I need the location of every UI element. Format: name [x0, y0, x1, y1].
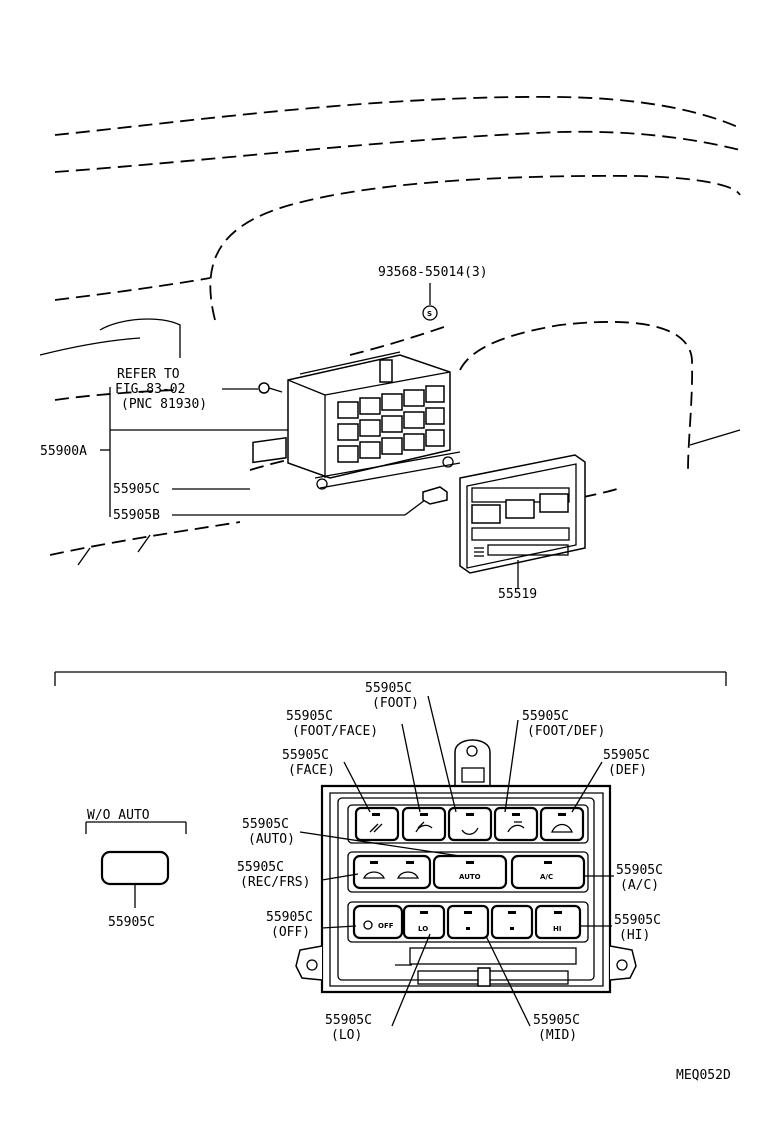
lo-label: (LO) — [331, 1028, 362, 1043]
lo-part-number: 55905C — [325, 1013, 372, 1028]
face-part-number: 55905C — [282, 748, 329, 763]
off-button: OFF — [352, 904, 404, 940]
unit-part-number: 55900A — [40, 444, 87, 459]
wo-auto-part-number: 55905C — [108, 915, 155, 930]
ac-button-text: A/C — [540, 873, 553, 881]
button-b-part-number: 55905B — [113, 508, 160, 523]
foot-face-label: (FOOT/FACE) — [292, 724, 378, 739]
hi-button: HI — [534, 904, 582, 940]
refer-line-2: FIG.83-02 — [115, 382, 185, 397]
ac-label: (A/C) — [620, 878, 659, 893]
rec-frs-label: (REC/FRS) — [240, 875, 310, 890]
figure-code: MEQ052D — [676, 1068, 731, 1083]
auto-part-number: 55905C — [242, 817, 289, 832]
bolt-part-number: 93568-55014(3) — [378, 265, 488, 280]
foot-label: (FOOT) — [372, 696, 419, 711]
lo-button-text: LO — [418, 925, 428, 933]
bolt-marker-icon — [422, 305, 438, 321]
wo-auto-label: W/O AUTO — [87, 808, 150, 823]
wo-auto-section: W/O AUTO 55905C — [85, 808, 187, 930]
button-c-part-number: 55905C — [113, 482, 160, 497]
ac-button: A/C — [510, 854, 586, 890]
foot-def-part-number: 55905C — [522, 709, 569, 724]
mid-label: (MID) — [538, 1028, 577, 1043]
refer-line-3: (PNC 81930) — [121, 397, 207, 412]
hi-part-number: 55905C — [614, 913, 661, 928]
auto-label: (AUTO) — [248, 832, 295, 847]
detail-callouts: 55905C (FOOT) 55905C (FOOT/FACE) 55905C … — [237, 681, 663, 1043]
screw-icon — [258, 382, 283, 394]
mid-high-button — [490, 904, 534, 940]
mode-button-def — [539, 806, 585, 842]
panel-part-number: 55519 — [498, 587, 537, 602]
unit-buttons — [337, 385, 445, 463]
button-b-part — [422, 486, 448, 505]
def-label: (DEF) — [608, 763, 647, 778]
off-part-number: 55905C — [266, 910, 313, 925]
auto-button-text: AUTO — [459, 873, 481, 881]
detail-bracket — [54, 671, 727, 686]
rec-frs-button — [352, 854, 432, 890]
refer-line-1: REFER TO — [117, 367, 180, 382]
auto-button: AUTO — [432, 854, 508, 890]
def-part-number: 55905C — [603, 748, 650, 763]
foot-def-label: (FOOT/DEF) — [527, 724, 605, 739]
mode-button-foot-def — [493, 806, 539, 842]
off-button-text: OFF — [378, 922, 394, 930]
unit-bracket: 55900A 55905C 55905B — [40, 387, 426, 523]
hi-label: (HI) — [619, 928, 650, 943]
mode-button-face — [354, 806, 400, 842]
climate-panel: AUTO A/C OFF LO — [295, 739, 637, 994]
rec-frs-part-number: 55905C — [237, 860, 284, 875]
face-label: (FACE) — [288, 763, 335, 778]
wo-auto-button — [100, 850, 170, 886]
control-unit — [287, 351, 461, 490]
bezel-panel: 55519 — [459, 454, 586, 602]
off-label: (OFF) — [271, 925, 310, 940]
lo-button: LO — [402, 904, 446, 940]
mid-part-number: 55905C — [533, 1013, 580, 1028]
bolt-marker-letter: S — [427, 310, 432, 318]
button-c-part — [252, 436, 287, 464]
hi-button-text: HI — [553, 925, 561, 933]
mode-button-foot — [447, 806, 493, 842]
mode-button-foot-face — [401, 806, 447, 842]
foot-face-part-number: 55905C — [286, 709, 333, 724]
mid-low-button — [446, 904, 490, 940]
foot-part-number: 55905C — [365, 681, 412, 696]
ac-part-number: 55905C — [616, 863, 663, 878]
refer-to-note: REFER TO FIG.83-02 (PNC 81930) — [115, 367, 283, 412]
bolt-callout: 93568-55014(3) S — [378, 265, 488, 321]
